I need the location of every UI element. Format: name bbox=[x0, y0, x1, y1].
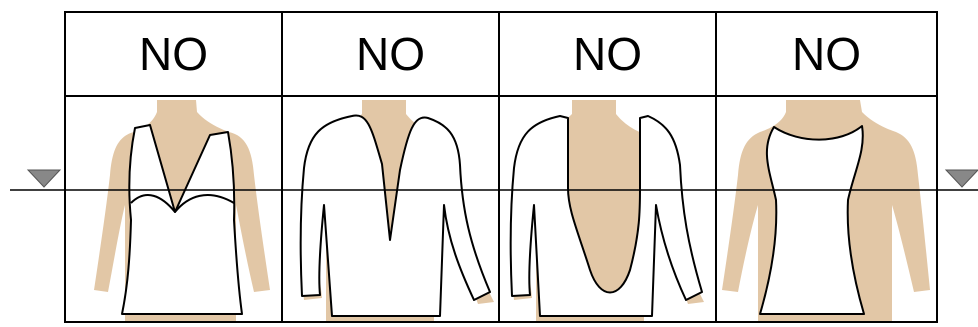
grid-border bbox=[64, 11, 938, 323]
garment-3-low-back-long-sleeve bbox=[509, 115, 703, 317]
garment-2-deep-v-long-sleeve bbox=[299, 114, 491, 317]
triangle-down-icon bbox=[26, 169, 62, 188]
panel-2-label: NO bbox=[356, 28, 425, 80]
garment-layer bbox=[121, 114, 865, 317]
triangle-down-icon bbox=[944, 169, 978, 188]
panel-3-label: NO bbox=[573, 28, 642, 80]
panel-grid bbox=[64, 11, 938, 323]
garment-1-deep-v-sleeveless bbox=[121, 124, 243, 315]
panel-4-label: NO bbox=[792, 28, 861, 80]
garment-4-racerback-tank bbox=[759, 125, 865, 315]
garment-1-bust-line bbox=[130, 194, 235, 213]
panel-1-label: NO bbox=[139, 28, 208, 80]
